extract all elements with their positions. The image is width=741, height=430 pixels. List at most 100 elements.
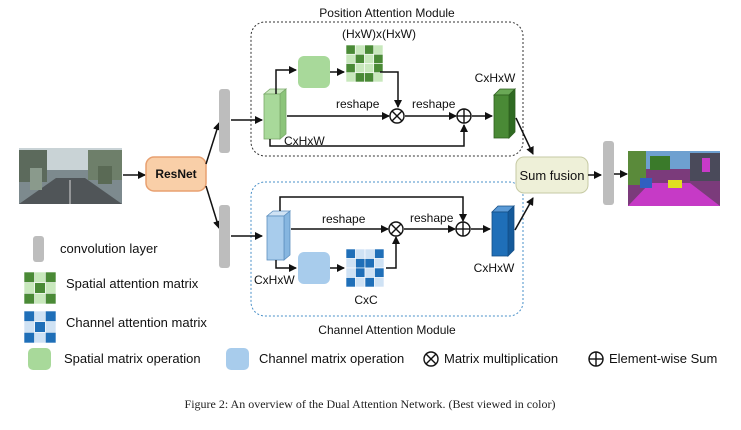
cam-reshape-label-1: reshape (322, 212, 366, 226)
position-attention-module-box (250, 21, 524, 157)
pam-element-wise-sum-icon (456, 108, 472, 124)
resnet-label: ResNet (155, 167, 196, 181)
pam-reshape-label-2: reshape (412, 97, 456, 111)
legend-channel-attention-matrix-label: Channel attention matrix (66, 315, 207, 330)
cam-matrix-dim: CxC (354, 293, 378, 307)
legend-channel-matrix-operation-label: Channel matrix operation (259, 351, 404, 366)
channel-attention-module-box (250, 181, 524, 317)
legend-conv-layer-label: convolution layer (60, 241, 158, 256)
pam-residual-path (269, 124, 468, 147)
arrow-resnet-to-pam (205, 122, 221, 165)
matrix-cell (374, 267, 385, 278)
legend-spatial-attention-matrix-label: Spatial attention matrix (66, 276, 199, 291)
matrix-cell (355, 277, 366, 288)
matrix-cell (374, 258, 385, 269)
matrix-cell (364, 63, 375, 74)
pam-output-dim: CxHxW (475, 71, 516, 85)
matrix-cell (364, 44, 375, 55)
matrix-cell (373, 72, 384, 83)
cam-output-dim: CxHxW (474, 261, 515, 275)
cam-branch-to-operation (275, 260, 297, 272)
legend-element-wise-sum-icon (588, 351, 604, 367)
matrix-cell (354, 72, 365, 83)
arrow-resnet-to-cam (205, 185, 221, 229)
matrix-cell (345, 277, 356, 288)
legend-conv-layer-icon (33, 236, 44, 262)
pam-input-dim: CxHxW (284, 134, 325, 148)
conv-layer-pam-input (219, 89, 230, 153)
matrix-cell (345, 44, 356, 55)
arrow-spatial-matrix-to-multiply (380, 71, 402, 108)
matrix-cell (354, 53, 365, 64)
matrix-cell (364, 53, 375, 64)
cam-residual-path (279, 196, 467, 222)
pam-matrix-dim: (HxW)x(HxW) (342, 27, 416, 41)
pam-output-feature (493, 88, 516, 139)
cam-matrix-multiplication-icon (388, 221, 404, 237)
matrix-cell (34, 310, 46, 322)
matrix-cell (355, 267, 366, 278)
matrix-cell (374, 277, 385, 288)
input-street-image (19, 148, 122, 204)
resnet-block (145, 156, 207, 192)
matrix-cell (345, 53, 356, 64)
matrix-cell (354, 44, 365, 55)
output-segmentation-image (628, 151, 720, 206)
cam-element-wise-sum-icon (455, 221, 471, 237)
matrix-cell (345, 267, 356, 278)
legend-channel-attention-matrix-icon (23, 310, 57, 344)
matrix-cell (355, 248, 366, 259)
conv-layer-output (603, 141, 614, 205)
matrix-cell (34, 321, 46, 333)
matrix-cell (34, 293, 46, 305)
arrow-cam-to-fusion (514, 197, 534, 231)
matrix-cell (23, 321, 35, 333)
matrix-cell (345, 63, 356, 74)
position-attention-module-title: Position Attention Module (319, 6, 455, 20)
sum-fusion-label: Sum fusion (519, 168, 584, 183)
cam-input-feature (265, 210, 292, 261)
pam-spatial-attention-matrix (345, 44, 384, 83)
legend-matrix-multiplication-icon (423, 351, 439, 367)
cam-input-dim: CxHxW (254, 273, 295, 287)
matrix-cell (45, 310, 57, 322)
matrix-cell (45, 321, 57, 333)
matrix-cell (45, 332, 57, 344)
cam-channel-matrix-operation (298, 252, 330, 284)
legend-spatial-attention-matrix-icon (23, 271, 57, 305)
figure-caption: Figure 2: An overview of the Dual Attent… (185, 397, 556, 411)
matrix-cell (364, 277, 375, 288)
legend-spatial-matrix-operation-label: Spatial matrix operation (64, 351, 201, 366)
pam-reshape-label-1: reshape (336, 97, 380, 111)
matrix-cell (23, 310, 35, 322)
matrix-cell (355, 258, 366, 269)
cam-channel-attention-matrix (345, 248, 385, 288)
matrix-cell (34, 332, 46, 344)
legend-element-wise-sum-label: Element-wise Sum (609, 351, 717, 366)
cam-output-feature (491, 205, 515, 257)
matrix-cell (45, 282, 57, 294)
pam-branch-to-operation (275, 66, 297, 94)
arrow-channel-matrix-to-multiply (386, 236, 400, 269)
matrix-cell (23, 271, 35, 283)
matrix-cell (345, 258, 356, 269)
matrix-cell (364, 248, 375, 259)
matrix-cell (23, 293, 35, 305)
legend-channel-matrix-operation-icon (226, 348, 249, 370)
cam-reshape-label-2: reshape (410, 211, 454, 225)
channel-attention-module-title: Channel Attention Module (318, 323, 456, 337)
legend-spatial-matrix-operation-icon (28, 348, 51, 370)
arrow-pam-to-fusion (515, 117, 534, 155)
matrix-cell (373, 53, 384, 64)
matrix-cell (34, 271, 46, 283)
matrix-cell (34, 282, 46, 294)
pam-spatial-matrix-operation (298, 56, 330, 88)
legend-matrix-multiplication-label: Matrix multiplication (444, 351, 558, 366)
matrix-cell (345, 72, 356, 83)
matrix-cell (354, 63, 365, 74)
matrix-cell (364, 267, 375, 278)
matrix-cell (373, 44, 384, 55)
matrix-cell (374, 248, 385, 259)
matrix-cell (45, 293, 57, 305)
